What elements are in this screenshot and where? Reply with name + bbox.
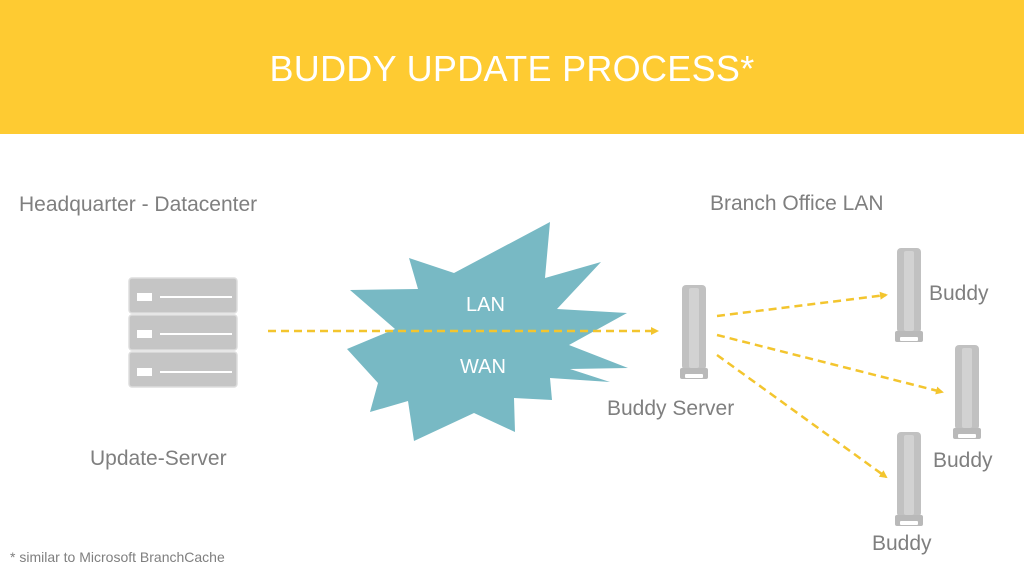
- network-cloud-shape: [347, 222, 628, 441]
- footnote: * similar to Microsoft BranchCache: [10, 549, 225, 565]
- lan-label: LAN: [466, 294, 505, 316]
- buddy-middle-label: Buddy: [933, 449, 993, 472]
- buddy-server-icon: [680, 285, 708, 379]
- arrow-to-buddy-middle: [716, 333, 944, 395]
- buddy-middle-icon: [953, 345, 981, 439]
- buddy-top-icon: [895, 248, 923, 342]
- update-server-label: Update-Server: [90, 447, 227, 470]
- buddy-top-label: Buddy: [929, 282, 989, 305]
- arrow-to-buddy-bottom: [716, 353, 888, 479]
- branch-office-label: Branch Office LAN: [710, 192, 884, 215]
- wan-label: WAN: [460, 356, 506, 378]
- buddy-server-label: Buddy Server: [607, 397, 735, 420]
- buddy-bottom-label: Buddy: [872, 532, 932, 555]
- headquarter-label: Headquarter - Datacenter: [19, 193, 258, 216]
- update-server-icon: [128, 277, 238, 388]
- title-bar: BUDDY UPDATE PROCESS*: [0, 0, 1024, 134]
- arrow-to-buddy-top: [716, 291, 888, 318]
- buddy-bottom-icon: [895, 432, 923, 526]
- slide-title: BUDDY UPDATE PROCESS*: [269, 48, 755, 89]
